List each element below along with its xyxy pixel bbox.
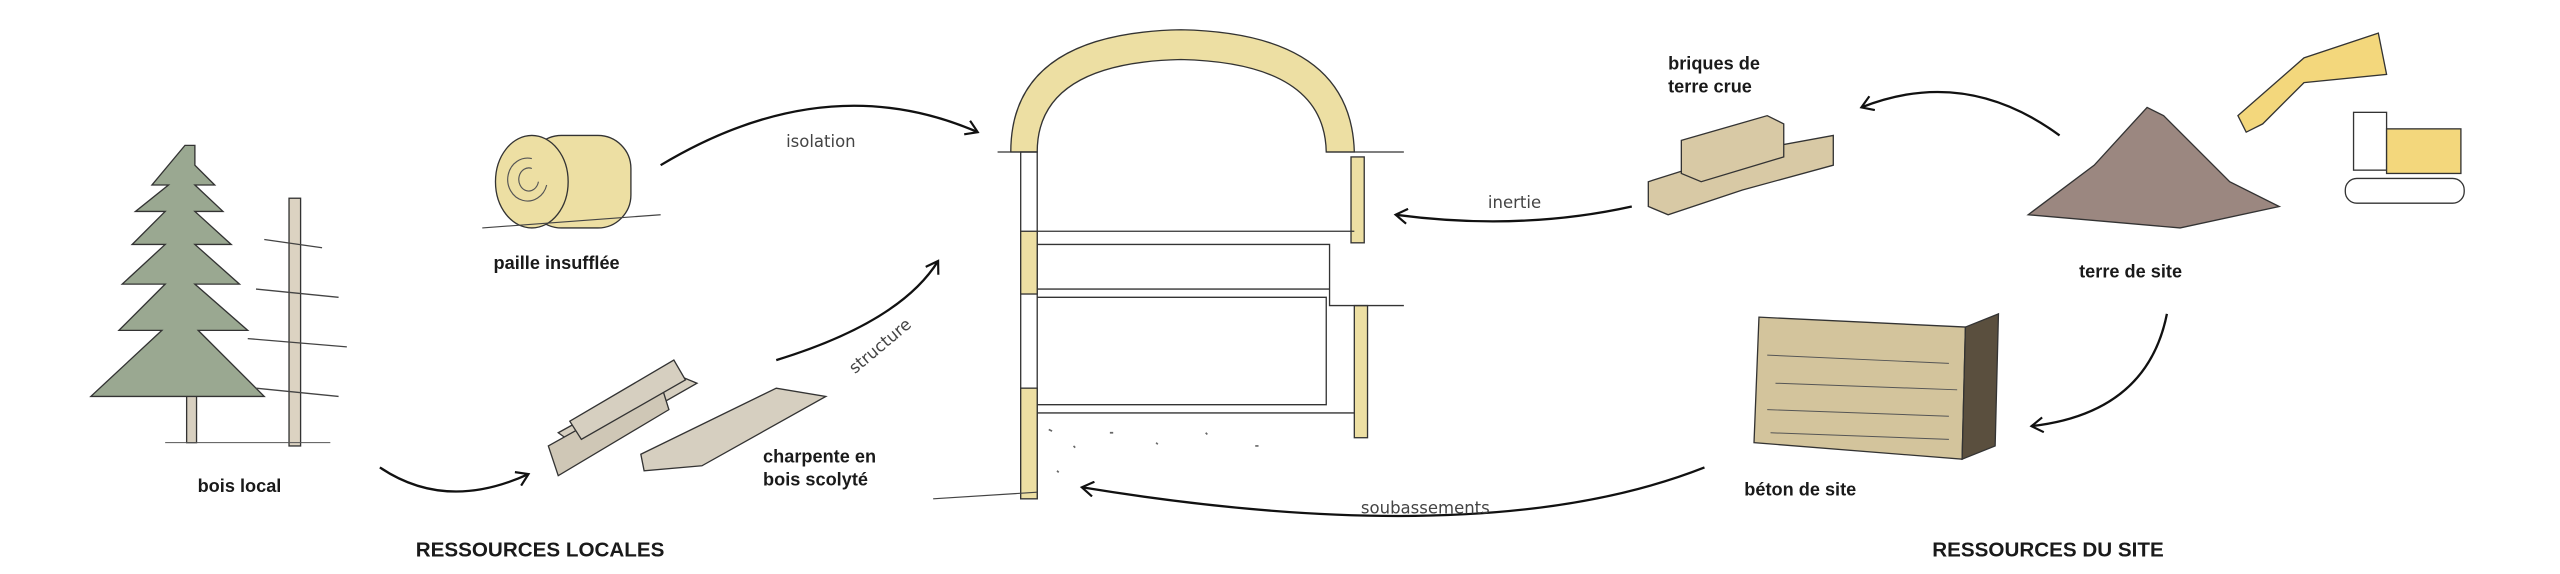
- timber-planks-illustration: [547, 359, 828, 477]
- label-inertie: inertie: [1488, 193, 1541, 212]
- spruce-trees-illustration: [89, 144, 347, 447]
- label-bois-local: bois local: [198, 476, 282, 496]
- label-structure: structure: [845, 315, 915, 378]
- arrow-inertie: [1396, 205, 1633, 221]
- label-beton: béton de site: [1744, 480, 1856, 500]
- label-charpente-line2: bois scolyté: [763, 470, 868, 490]
- soil-pile-excavator-illustration: [2026, 32, 2465, 229]
- arrow-bois-to-charpente: [379, 466, 529, 493]
- earth-bricks-illustration: [1647, 114, 1834, 216]
- building-section-drawing: [933, 29, 1404, 500]
- label-briques-line1: briques de: [1668, 53, 1760, 73]
- label-isolation: isolation: [786, 132, 856, 151]
- label-charpente-line1: charpente en: [763, 446, 876, 466]
- arrow-terre-to-briques: [1861, 90, 2061, 137]
- rammed-concrete-block-illustration: [1753, 312, 2000, 461]
- label-briques-line2: terre crue: [1668, 77, 1752, 97]
- label-soubassements: soubassements: [1361, 499, 1490, 518]
- arrow-isolation: [660, 104, 978, 167]
- section-title-local: RESSOURCES LOCALES: [416, 539, 665, 562]
- arrow-structure: [775, 261, 938, 362]
- hay-bale-illustration: [482, 134, 661, 229]
- label-terre: terre de site: [2079, 262, 2182, 282]
- arrow-terre-to-beton: [2031, 313, 2169, 426]
- section-title-site: RESSOURCES DU SITE: [1932, 539, 2164, 562]
- label-paille: paille insufflée: [494, 253, 620, 273]
- arrow-soubassements: [1082, 466, 1705, 518]
